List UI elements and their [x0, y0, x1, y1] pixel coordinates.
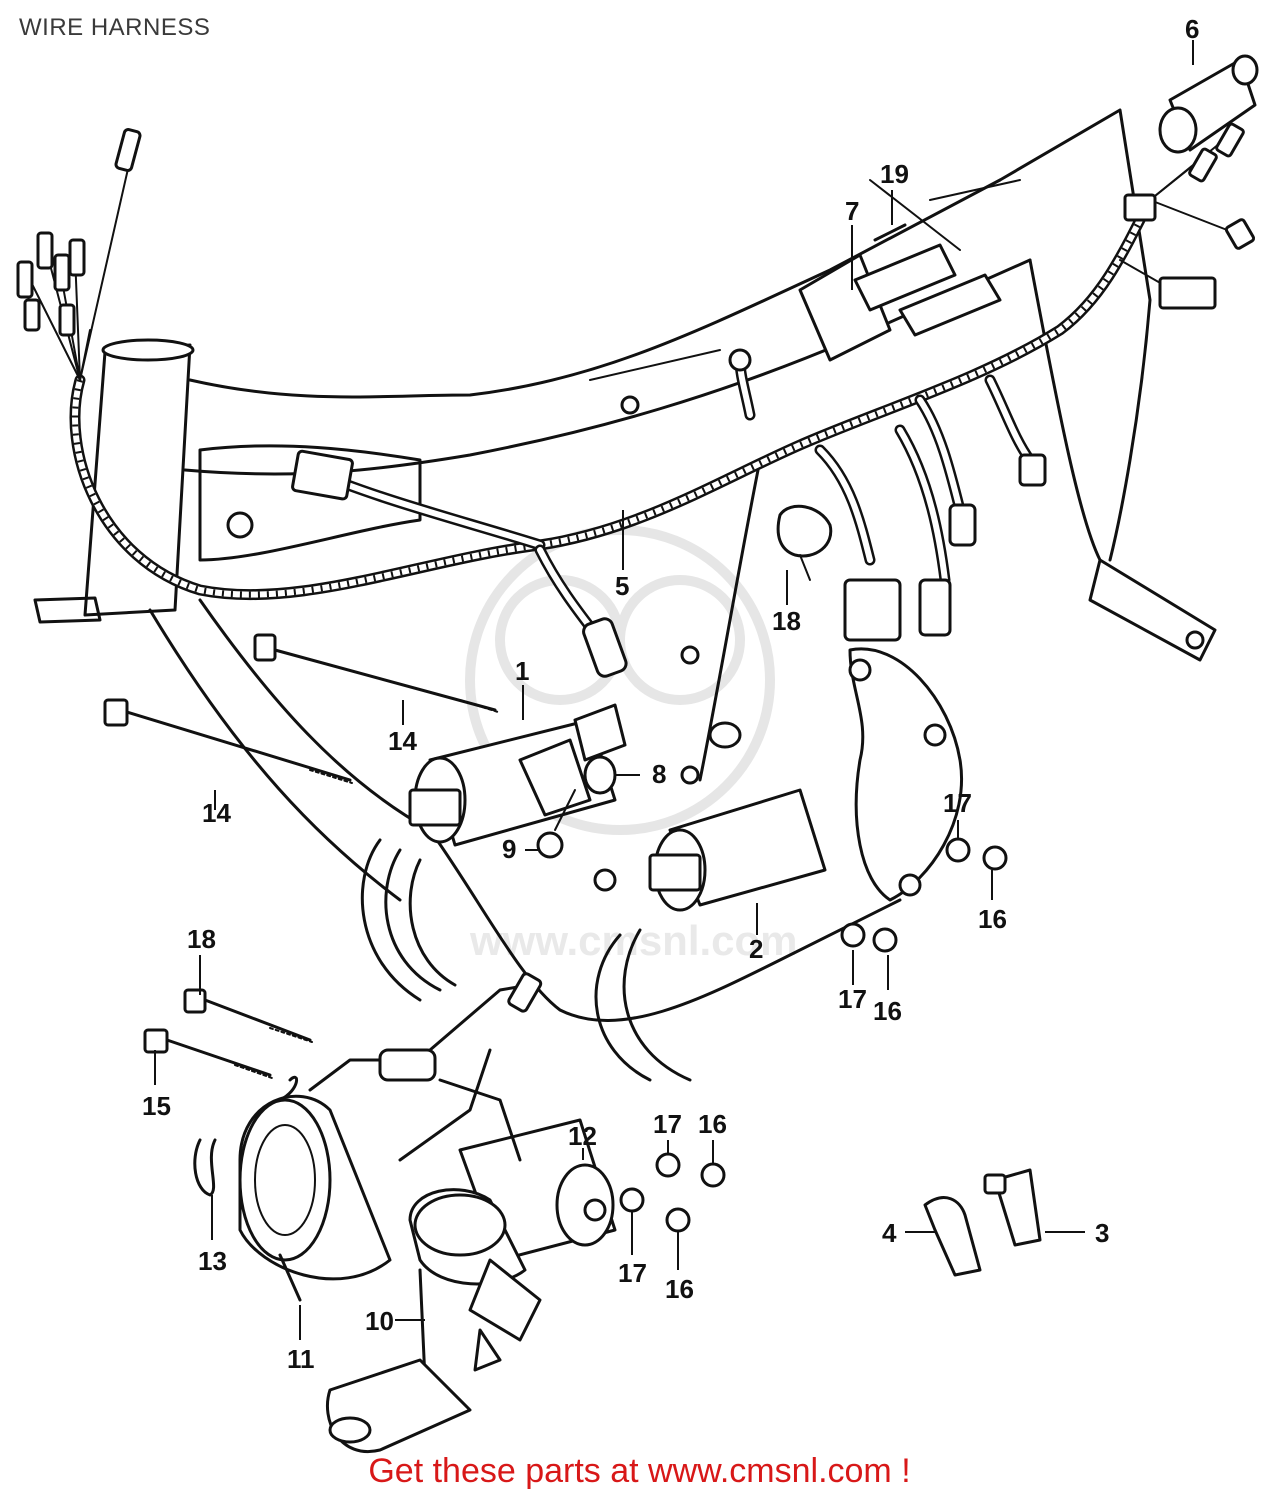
- engine-mount-plate: [848, 647, 963, 902]
- switch-cable[interactable]: [398, 972, 543, 1162]
- callout-5: 5: [615, 571, 629, 601]
- washer-17-a: [945, 837, 971, 863]
- part-11-horn[interactable]: [238, 1058, 422, 1302]
- callout-1: 1: [515, 656, 529, 686]
- callout-16-d: 16: [665, 1274, 694, 1304]
- part-14-bolt-lower[interactable]: [103, 698, 353, 784]
- frame-hole-a: [620, 395, 640, 415]
- frame-cross-2: [929, 179, 1021, 201]
- part-14-bolt-upper[interactable]: [253, 633, 499, 713]
- frame-hole-b: [226, 511, 254, 539]
- frame-seat-tube: [698, 458, 762, 782]
- callout-10: 10: [365, 1306, 394, 1336]
- washer-17-c: [655, 1152, 681, 1178]
- callout-18-b: 18: [772, 606, 801, 636]
- rear-bracket: [1088, 558, 1217, 662]
- frame-down-tube-rear: [198, 598, 432, 832]
- nuts-washers[interactable]: [619, 837, 1008, 1233]
- coil-connectors[interactable]: [728, 348, 1047, 642]
- callout-17-b: 17: [838, 984, 867, 1014]
- frame-cross-3: [589, 349, 721, 381]
- part-10-ignition-switch[interactable]: [325, 1188, 542, 1454]
- callout-16-b: 16: [873, 996, 902, 1026]
- callout-16-c: 16: [698, 1109, 727, 1139]
- part-4-plug-cap[interactable]: [923, 1196, 982, 1277]
- callout-11: 11: [287, 1344, 315, 1374]
- head-tube-lug: [33, 596, 102, 624]
- callout-13: 13: [198, 1246, 227, 1276]
- callout-9: 9: [502, 834, 516, 864]
- nut-16-a: [982, 845, 1008, 871]
- part-9-ring-terminal[interactable]: [536, 789, 617, 892]
- leader-lines: [154, 40, 1194, 1340]
- callout-4: 4: [882, 1218, 897, 1248]
- frame-gusset: [198, 444, 422, 562]
- frame-rear-down: [1028, 258, 1102, 562]
- callout-14-upper: 14: [388, 726, 417, 756]
- part-3-plug-cap[interactable]: [983, 1168, 1042, 1247]
- nut-16-c: [700, 1162, 726, 1188]
- engine-cradle: [428, 828, 902, 1022]
- callout-6: 6: [1185, 14, 1199, 44]
- mount-hole-3: [898, 873, 922, 897]
- callout-18-a: 18: [187, 924, 216, 954]
- frame-hole-c: [680, 645, 700, 665]
- callout-2: 2: [749, 934, 763, 964]
- callout-17-d: 17: [618, 1258, 647, 1288]
- washer-17-d: [619, 1187, 645, 1213]
- nut-16-d: [665, 1207, 691, 1233]
- callout-7: 7: [845, 196, 859, 226]
- mount-hole-2: [923, 723, 947, 747]
- callouts: 1 2 3 4 5 6 7 8 9 10 11 12 13 14 14 15 1…: [142, 14, 1199, 1374]
- nut-16-b: [872, 927, 898, 953]
- frame-hole-d: [680, 765, 700, 785]
- frame-spacer: [708, 721, 742, 749]
- callout-3: 3: [1095, 1218, 1109, 1248]
- callout-17-c: 17: [653, 1109, 682, 1139]
- part-7-fuse-holder[interactable]: [798, 243, 1002, 362]
- parts-link-banner[interactable]: Get these parts at www.cmsnl.com !: [368, 1452, 911, 1490]
- page-title: WIRE HARNESS: [19, 14, 211, 41]
- callout-15: 15: [142, 1091, 171, 1121]
- callout-12: 12: [568, 1121, 597, 1151]
- branch-connector[interactable]: [291, 449, 628, 679]
- callout-16-a: 16: [978, 904, 1007, 934]
- steering-head-top: [101, 338, 195, 362]
- part-2-ignition-coil[interactable]: [594, 788, 827, 1082]
- callout-17-a: 17: [943, 788, 972, 818]
- frame-down-tube-front: [148, 608, 402, 902]
- rear-bracket-hole: [1185, 630, 1205, 650]
- frame: [33, 108, 1217, 1022]
- part-6-connector-boot[interactable]: [1158, 54, 1259, 154]
- callout-14-lower: 14: [202, 798, 231, 828]
- part-18-clamp[interactable]: [776, 504, 833, 581]
- frame-rear-loop: [998, 108, 1152, 562]
- frame-cross-1: [869, 179, 961, 251]
- washer-17-b: [840, 922, 866, 948]
- callout-8: 8: [652, 759, 666, 789]
- rear-connector-bundle[interactable]: [1119, 122, 1256, 310]
- part-19-band[interactable]: [873, 223, 907, 242]
- mount-hole-1: [848, 658, 872, 682]
- part-15-bolt[interactable]: [143, 1028, 273, 1079]
- part-18-bolt[interactable]: [183, 988, 313, 1043]
- front-connector-bundle[interactable]: [16, 128, 142, 381]
- callout-19: 19: [880, 159, 909, 189]
- wire-harness-main[interactable]: [69, 194, 1156, 646]
- frame-backbone-top: [188, 178, 1002, 399]
- part-13-wire-clip[interactable]: [193, 1138, 217, 1197]
